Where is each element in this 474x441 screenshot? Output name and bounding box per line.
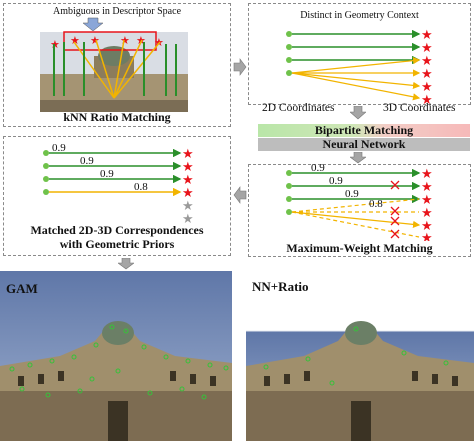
neural-network-bar: Neural Network xyxy=(258,138,470,151)
mwm-score: 0.8 xyxy=(369,198,383,210)
svg-text:★: ★ xyxy=(421,179,433,194)
right-arrow-icon xyxy=(233,58,247,76)
matched-score: 0.9 xyxy=(80,155,94,167)
bipartite-matching-bar: Bipartite Matching xyxy=(258,124,470,137)
panel-knn-bottom-caption: kNN Ratio Matching xyxy=(63,110,171,124)
panel-knn-top-caption: Ambiguous in Descriptor Space xyxy=(52,6,182,17)
svg-text:★: ★ xyxy=(90,35,100,47)
svg-text:★: ★ xyxy=(182,211,194,226)
mwm-diagram: ★★★ ★★★ xyxy=(286,166,433,241)
matched-caption-line2: with Geometric Priors xyxy=(59,237,175,251)
matched-score: 0.8 xyxy=(134,181,148,193)
neural-network-label: Neural Network xyxy=(322,137,406,151)
panel-knn-ratio-matching: Ambiguous in Descriptor Space ★ ★ ★ ★ ★ … xyxy=(3,3,231,127)
matched-score: 0.9 xyxy=(52,142,66,154)
svg-text:★: ★ xyxy=(421,66,433,81)
svg-text:★: ★ xyxy=(70,35,80,47)
bipartite-matching-label: Bipartite Matching xyxy=(314,123,414,137)
down-arrow-icon xyxy=(118,258,134,270)
knn-illustration: ★ ★ ★ ★ ★ ★ xyxy=(40,17,188,112)
svg-text:★: ★ xyxy=(421,92,433,106)
svg-text:★: ★ xyxy=(421,40,433,55)
svg-text:★: ★ xyxy=(421,27,433,42)
matched-caption-line1: Matched 2D-3D Correspondences xyxy=(30,223,204,237)
gam-label: GAM xyxy=(6,281,38,296)
svg-text:★: ★ xyxy=(182,172,194,187)
matched-diagram: ★★★★ ★★ xyxy=(43,146,194,226)
svg-text:★: ★ xyxy=(421,230,433,241)
building-photo-illustration xyxy=(0,271,232,441)
svg-text:★: ★ xyxy=(421,79,433,94)
panel-geometry-context: Distinct in Geometry Context ★★★ ★★★ xyxy=(248,3,471,106)
down-arrow-icon xyxy=(350,106,366,120)
svg-text:★: ★ xyxy=(421,166,433,181)
panel-geometry-top-caption: Distinct in Geometry Context xyxy=(300,10,419,21)
svg-text:★: ★ xyxy=(182,198,194,213)
svg-text:★: ★ xyxy=(182,146,194,161)
label-2d-coordinates: 2D Coordinates xyxy=(262,102,335,114)
matched-score: 0.9 xyxy=(100,168,114,180)
geometry-match-diagram: ★★★ ★★★ xyxy=(286,27,433,106)
svg-text:★: ★ xyxy=(421,192,433,207)
mwm-score: 0.9 xyxy=(311,162,325,174)
svg-text:★: ★ xyxy=(120,35,130,47)
svg-text:★: ★ xyxy=(182,185,194,200)
panel-maximum-weight-matching: ★★★ ★★★ 0.9 0.9 0.9 0.8 Maximum-Weight M… xyxy=(248,162,471,257)
nn-ratio-label: NN+Ratio xyxy=(252,279,309,294)
building-photo-illustration xyxy=(246,271,474,441)
svg-text:★: ★ xyxy=(421,53,433,68)
mwm-score: 0.9 xyxy=(329,175,343,187)
svg-text:★: ★ xyxy=(421,218,433,233)
svg-text:★: ★ xyxy=(421,205,433,220)
panel-matched-correspondences: ★★★★ ★★ 0.9 0.9 0.9 0.8 Matched 2D-3D Co… xyxy=(3,136,231,256)
label-3d-coordinates: 3D Coordinates xyxy=(383,102,456,114)
mwm-score: 0.9 xyxy=(345,188,359,200)
panel-mwm-caption: Maximum-Weight Matching xyxy=(286,241,433,255)
down-arrow-icon xyxy=(82,17,104,32)
down-arrow-icon xyxy=(350,152,366,164)
svg-text:★: ★ xyxy=(182,159,194,174)
nn-ratio-result-photo: NN+Ratio xyxy=(246,271,474,441)
gam-result-photo: GAM xyxy=(0,271,232,441)
left-arrow-icon xyxy=(233,186,247,204)
